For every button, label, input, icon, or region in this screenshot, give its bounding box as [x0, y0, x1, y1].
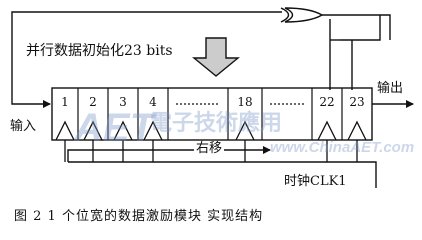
figure-caption: 图 2 1 个位宽的数据激励模块 实现结构 [14, 209, 264, 224]
shift-label: 右移 [194, 141, 225, 156]
clock-triangle-icon [55, 120, 75, 162]
input-label: 输入 [10, 119, 37, 134]
down-arrow-icon [192, 37, 240, 77]
xor-gate-icon [280, 7, 380, 23]
register-cell-label: 23 [349, 95, 365, 109]
clock-triangle-icon [143, 120, 163, 162]
register-cell-label: 1 [61, 95, 69, 109]
load-label: 并行数据初始化23 bits [26, 43, 173, 59]
clock-triangle-icon [347, 120, 367, 162]
feedback-line [340, 15, 381, 41]
register-cell-label: 22 [319, 95, 335, 109]
register-cell-label: 2 [89, 95, 97, 109]
register-cell-label: 3 [119, 95, 127, 109]
watermark-chinese: 電子技術應用 [150, 110, 283, 135]
watermark-url: www.ChinaAET.com [270, 139, 415, 156]
feedback-line-top [380, 14, 391, 40]
clock-label: 时钟CLK1 [284, 174, 347, 189]
output-label: 输出 [377, 81, 404, 96]
register-cell-label: 4 [149, 95, 157, 109]
watermark-logo: AET [74, 106, 154, 150]
clock-triangle-icon [235, 120, 255, 162]
clock-triangle-icon [317, 120, 337, 162]
clock-triangle-icon [113, 120, 133, 162]
clock-triangle-icon [83, 120, 103, 162]
register-cell-label: 18 [237, 95, 253, 109]
clock-bus [68, 161, 377, 188]
xor-output-line [11, 11, 282, 108]
shift-line [67, 149, 250, 162]
register-body [51, 87, 373, 141]
